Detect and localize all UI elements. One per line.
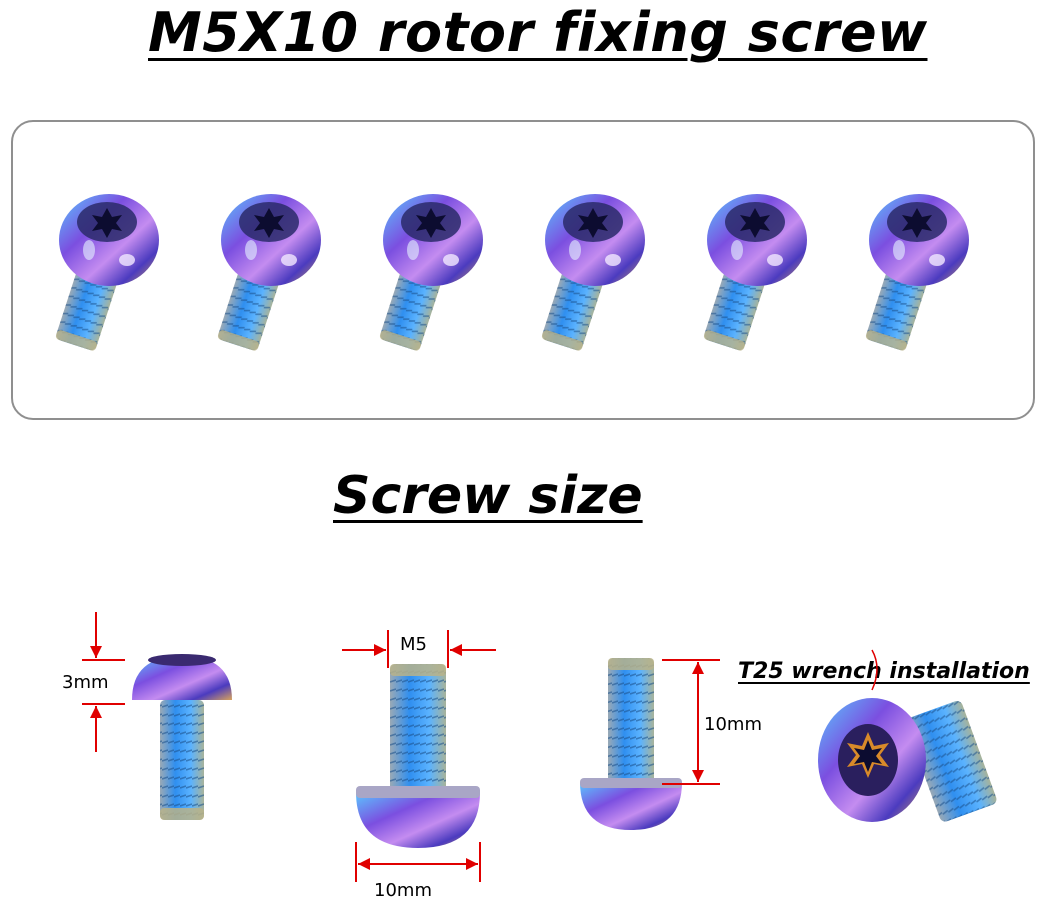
torx-screw-icon: [540, 194, 645, 352]
section-title: Screw size: [333, 466, 643, 526]
product-display-panel: [11, 120, 1035, 420]
torx-screw-icon: [864, 194, 969, 352]
thread-diameter-label: M5: [400, 634, 427, 655]
thread-length-label: 10mm: [704, 714, 762, 735]
torx-head-view: [818, 649, 997, 822]
screw-inverted-view: [580, 658, 720, 830]
install-note: T25 wrench installation: [738, 659, 1030, 684]
head-height-label: 3mm: [62, 672, 109, 693]
torx-screw-icon: [54, 194, 160, 352]
torx-screw-icon: [378, 194, 483, 352]
screw-front-view: [342, 630, 496, 882]
head-diameter-label: 10mm: [374, 880, 432, 901]
screw-side-view: [82, 612, 232, 820]
torx-screw-icon: [702, 194, 807, 352]
page-title: M5X10 rotor fixing screw: [148, 1, 928, 64]
torx-screw-icon: [216, 194, 321, 352]
